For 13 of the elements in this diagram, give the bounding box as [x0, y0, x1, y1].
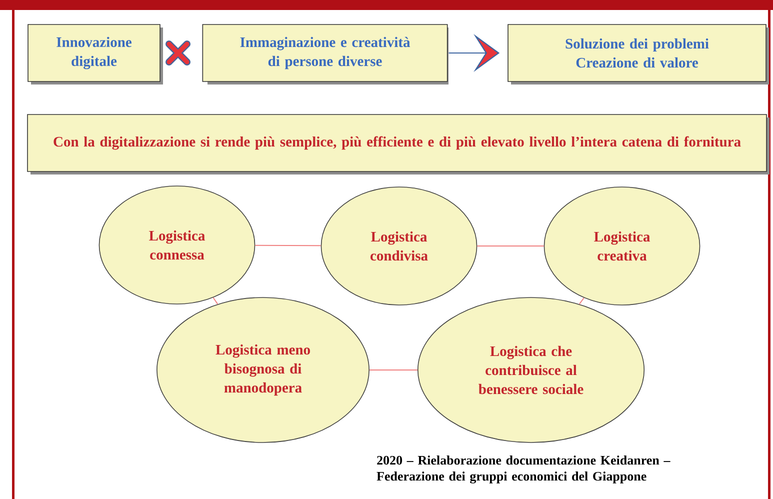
text-box: Innovazione digitale: [28, 24, 160, 82]
ellipse-node: Logistica che contribuisce al benessere sociale: [417, 297, 645, 443]
ellipse-node: Logistica meno bisognosa di manodopera: [156, 297, 370, 443]
connector-line: [212, 297, 218, 305]
connector-line: [578, 297, 584, 305]
connector-line: [254, 244, 322, 246]
text-box: Immaginazione e creatività di persone diverse: [202, 24, 448, 82]
text-box: Soluzione dei problemi Creazione di valore: [508, 24, 766, 82]
ellipse-node: Logistica connessa: [98, 186, 256, 304]
source-note: 2020 – Rielaborazione documentazione Keidanren – Federazione dei gruppi economici del Giappone: [376, 456, 670, 484]
ellipse-node: Logistica creativa: [544, 186, 700, 306]
text-box: Con la digitalizzazione si rende più semplice, più efficiente e di più elevato livello l’intera catena di fornitura: [27, 114, 767, 172]
ellipse-node: Logistica condivisa: [320, 186, 478, 306]
